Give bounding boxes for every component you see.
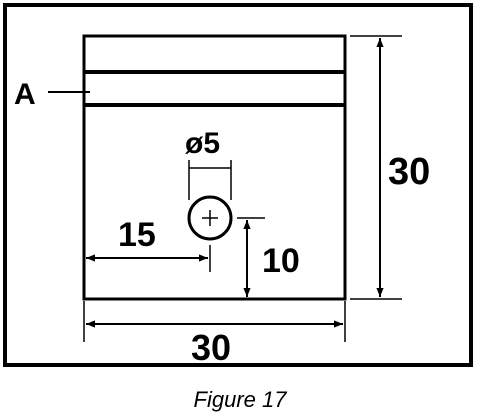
part-outline	[82, 34, 347, 301]
technical-drawing: A ø5 15 10 30 30	[3, 3, 473, 368]
figure-caption: Figure 17	[193, 387, 287, 412]
hole-circle	[187, 195, 233, 241]
hole-x-dimension-label: 15	[118, 216, 156, 254]
height-dimension-label: 30	[388, 151, 430, 193]
label-a: A	[14, 78, 36, 111]
width-dimension-label: 30	[191, 327, 231, 368]
outer-frame	[3, 3, 473, 367]
hole-diameter-label: ø5	[185, 127, 220, 160]
hole-y-dimension-label: 10	[262, 242, 300, 280]
